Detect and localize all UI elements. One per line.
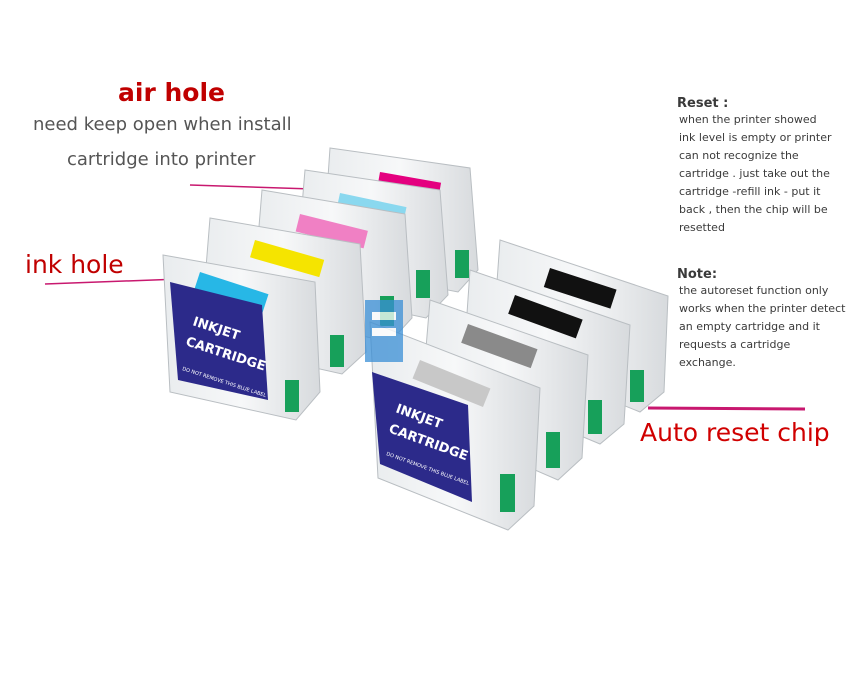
auto-lines-line: an empty cartridge and it [679,320,820,333]
auto-reset-chip-label: Auto reset chip [640,418,830,447]
reset-lines-line: when the printer showed [679,113,817,126]
auto-note-heading: Note: [677,267,718,282]
cartridge-light-light-black: INKJET CARTRIDGE DO NOT REMOVE THIS BLUE… [369,321,541,531]
auto-lines-line: the autoreset function only [679,284,829,297]
reset-lines-line: cartridge . just take out the [679,167,830,180]
auto-lines-line: works when the printer detect [679,302,846,315]
air-hole-description-line1: need keep open when install [33,114,292,135]
reset-lines-line: cartridge -refill ink - put it [679,185,821,198]
reset-lines-line: can not recognize the [679,149,799,162]
auto-note: Note: the autoreset function only works w… [677,267,847,372]
reset-note-body: when the printer showed ink level is empt… [677,111,847,237]
auto-reset-callout-line [647,406,806,411]
reset-note-heading: Reset : [677,96,729,111]
inkjet-label-left [170,282,268,400]
air-hole-description-line2: cartridge into printer [67,149,256,170]
cartridge-cyan: INKJET CARTRIDGE DO NOT REMOVE THIS BLUE… [162,254,321,421]
ink-hole-label: ink hole [25,250,124,279]
auto-lines-line: requests a cartridge exchange. [679,338,791,369]
ink-hole-callout-line [44,278,181,285]
air-hole-title: air hole [118,78,225,107]
reset-lines-line: resetted [679,221,725,234]
inkjet-label-right [372,372,472,502]
watermark-logo [365,300,403,362]
air-hole-callout-line [189,184,313,190]
reset-lines-line: back , then the chip will be [679,203,828,216]
reset-note: Reset : when the printer showed ink level… [677,96,847,237]
reset-lines-line: ink level is empty or printer [679,131,832,144]
auto-note-body: the autoreset function only works when th… [677,282,847,372]
